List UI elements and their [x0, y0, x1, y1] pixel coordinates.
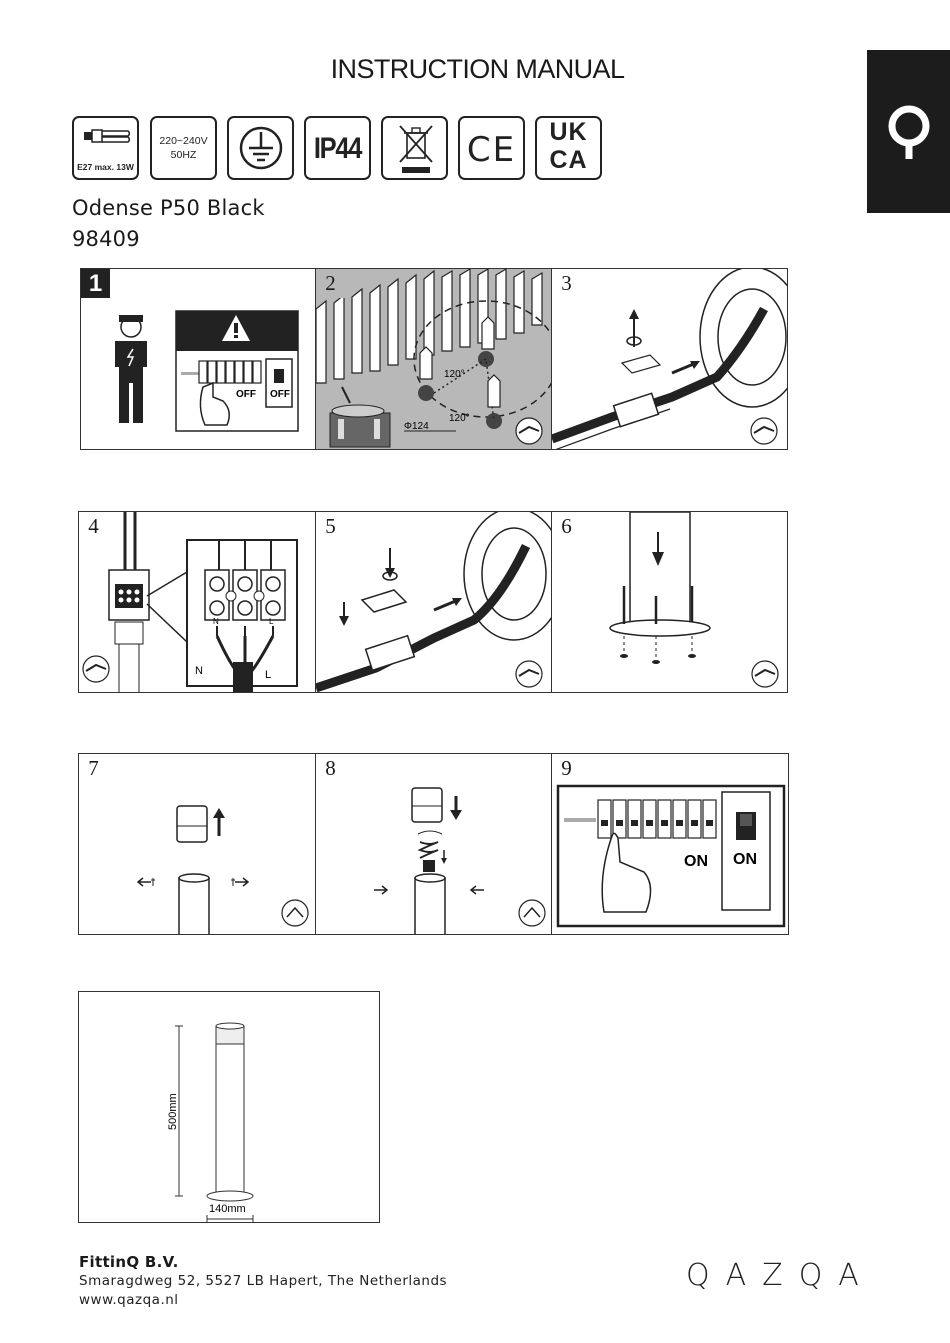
step-6-panel: 6: [551, 511, 788, 693]
company-website[interactable]: www.qazqa.nl: [79, 1292, 179, 1308]
step-2-diameter: Φ124: [404, 421, 429, 432]
wiring-diagram-illustration: N L N L: [82, 512, 298, 692]
bulb-spec-icon: E27 max. 13W: [72, 116, 139, 180]
step-4-n-top: N: [213, 617, 219, 626]
voltage-spec-icon: 220~240V 50HZ: [150, 116, 217, 180]
ukca-line2: CA: [549, 146, 588, 174]
step-2-number: 2: [316, 269, 345, 298]
remove-cap-illustration: [136, 805, 309, 934]
page-title: INSTRUCTION MANUAL: [330, 54, 625, 84]
step-2-angle-b: 120°: [449, 413, 470, 424]
ip-rating-label: IP44: [313, 132, 363, 165]
ce-mark-label: CE: [466, 130, 517, 170]
step-7-panel: 7: [78, 753, 316, 935]
step-1-number: 1: [81, 269, 110, 298]
step-4-l-top: L: [269, 617, 274, 626]
ground-spec-icon: [227, 116, 294, 180]
step-9-on-label-right: ON: [733, 851, 757, 868]
step-4-n-label: N: [195, 665, 203, 677]
ukca-line1: UK: [549, 118, 588, 146]
ip-spec-icon: IP44: [304, 116, 371, 180]
crossed-bin-icon: [399, 125, 433, 173]
electrician-switch-off-illustration: OFF OFF: [115, 310, 299, 432]
step-2-panel: 120° 120° Φ124 2: [315, 268, 552, 450]
qazqa-logo: QAZQA: [686, 1258, 875, 1293]
switch-on-illustration: ON ON: [556, 784, 786, 928]
brand-tab: [867, 50, 950, 213]
voltage-line2: 50HZ: [170, 149, 197, 161]
step-3-number: 3: [561, 271, 572, 295]
bulb-spec-label: E27 max. 13W: [77, 162, 134, 172]
ground-mounting-illustration: 120° 120° Φ124: [316, 269, 551, 448]
step-3-panel: 3: [551, 268, 788, 450]
step-8-number: 8: [325, 756, 336, 780]
junction-box-close-illustration: [316, 512, 551, 692]
step-9-panel: ON ON 9: [551, 753, 789, 935]
product-name: Odense P50 Black: [72, 196, 265, 220]
product-code: 98409: [72, 227, 140, 251]
width-dimension-label: 140mm: [209, 1203, 246, 1215]
step-5-panel: 5: [315, 511, 552, 693]
step-4-panel: N L N L 4: [78, 511, 316, 693]
qazqa-q-icon: [888, 105, 930, 159]
bulb-icon: [84, 129, 131, 143]
dimensions-panel: 500mm 140mm: [78, 991, 380, 1223]
voltage-line1: 220~240V: [159, 135, 208, 147]
ce-spec-icon: CE: [458, 116, 525, 180]
insert-bulb-illustration: [374, 787, 546, 934]
pole-mounting-illustration: [609, 512, 779, 688]
step-9-number: 9: [561, 756, 572, 780]
height-dimension-label: 500mm: [167, 1093, 179, 1130]
step-1-off-label-left: OFF: [236, 389, 256, 400]
ground-symbol-icon: [239, 126, 283, 170]
step-9-on-label-left: ON: [684, 853, 708, 870]
weee-spec-icon: [381, 116, 448, 180]
step-1-panel: OFF OFF 1: [80, 268, 316, 450]
step-2-angle-a: 120°: [444, 369, 465, 380]
step-4-number: 4: [88, 514, 99, 538]
ukca-spec-icon: UK CA: [535, 116, 602, 180]
step-7-number: 7: [88, 756, 99, 780]
junction-box-open-illustration: [552, 269, 787, 449]
company-address: Smaragdweg 52, 5527 LB Hapert, The Nethe…: [79, 1273, 448, 1289]
step-8-panel: 8: [315, 753, 552, 935]
step-4-l-label: L: [265, 669, 271, 681]
company-name: FittinQ B.V.: [79, 1253, 179, 1271]
step-5-number: 5: [325, 514, 336, 538]
step-6-number: 6: [561, 514, 572, 538]
dimension-drawing: 500mm 140mm: [167, 1022, 254, 1222]
step-1-off-label-right: OFF: [270, 389, 290, 400]
